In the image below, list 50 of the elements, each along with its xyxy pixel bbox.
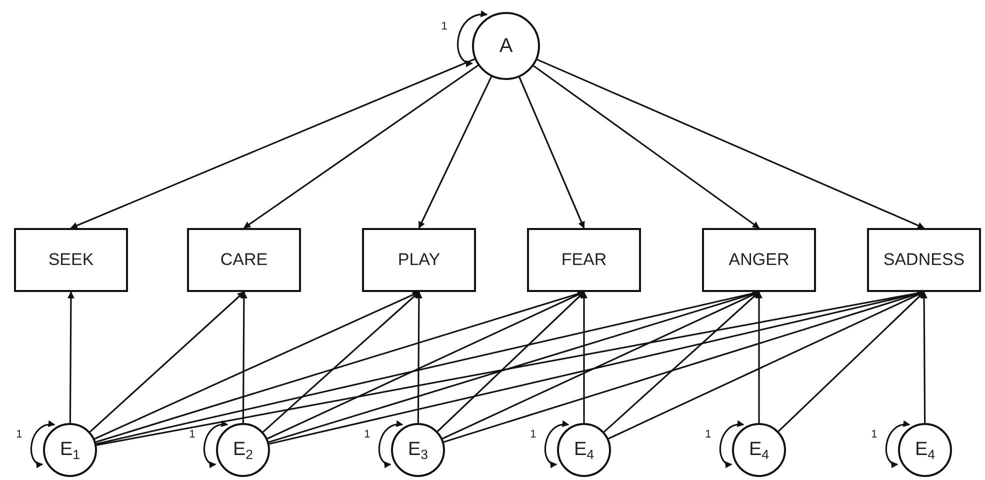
node-label: ANGER xyxy=(728,250,790,270)
arrow xyxy=(533,65,760,229)
variable-box xyxy=(702,228,816,292)
arrow xyxy=(437,291,585,432)
node-label: CARE xyxy=(220,250,268,270)
arrow xyxy=(415,291,422,423)
arrow xyxy=(89,291,245,432)
arrow xyxy=(240,291,248,423)
variance-loop-arrow xyxy=(203,421,228,467)
variable-box xyxy=(867,228,981,292)
node-label: E$_{4}$ xyxy=(914,439,936,461)
variance-loop-arrow xyxy=(544,421,570,467)
variable-box xyxy=(14,228,128,292)
variable-box xyxy=(187,228,301,292)
variable-box xyxy=(527,228,641,292)
node-label: E$_{2}$ xyxy=(232,439,254,461)
arrow xyxy=(920,291,928,423)
node-label: E$_{4}$ xyxy=(574,439,594,461)
node-label: A xyxy=(499,34,513,58)
arrow xyxy=(243,64,479,229)
arrow xyxy=(262,291,420,433)
arrow xyxy=(518,76,585,229)
node-label: SADNESS xyxy=(883,250,965,270)
latent-circle xyxy=(898,423,952,477)
arrow xyxy=(70,58,475,229)
latent-circle xyxy=(216,423,270,477)
latent-circle xyxy=(557,423,611,477)
arrow xyxy=(536,58,925,229)
latent-circle xyxy=(391,423,445,477)
arrow xyxy=(778,291,925,432)
latent-circle xyxy=(472,12,540,80)
node-label: E$_{4}$ xyxy=(748,439,770,461)
variance-loop-arrow xyxy=(30,421,56,467)
variable-box xyxy=(362,228,476,292)
node-label: SEEK xyxy=(48,250,94,270)
arrow xyxy=(580,291,588,423)
latent-circle xyxy=(732,423,786,477)
latent-circle xyxy=(43,423,97,477)
arrow xyxy=(604,291,760,432)
arrow xyxy=(756,291,762,423)
arrow xyxy=(418,76,492,229)
node-label: PLAY xyxy=(398,250,440,270)
variance-loop-arrow xyxy=(719,421,744,467)
variance-loop-arrow xyxy=(885,421,910,467)
node-label: FEAR xyxy=(561,250,607,270)
variance-loop-arrow xyxy=(457,11,488,66)
arrow xyxy=(67,291,74,423)
node-label: E$_{3}$ xyxy=(408,439,428,461)
node-label: E$_{1}$ xyxy=(60,439,80,461)
variance-loop-arrow xyxy=(378,421,404,467)
